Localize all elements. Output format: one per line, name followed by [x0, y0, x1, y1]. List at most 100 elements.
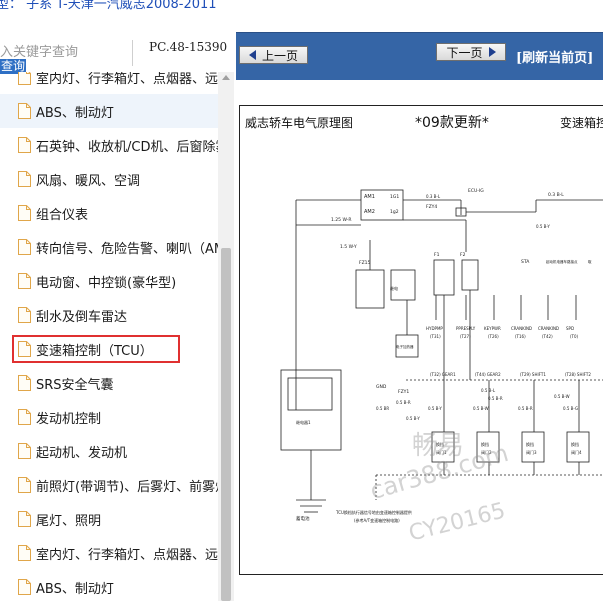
prev-page-button[interactable]: 上一页	[239, 46, 308, 64]
search-divider	[132, 40, 133, 66]
tree-item-label: 尾灯、照明	[36, 513, 102, 529]
component-box	[390, 269, 416, 301]
diagram-title: 威志轿车电气原理图	[245, 116, 354, 130]
tree-item[interactable]: 前照灯(带调节)、后雾灯、前雾灯	[0, 468, 218, 502]
tree-item[interactable]: 尾灯、照明	[0, 502, 218, 536]
document-icon	[18, 409, 31, 425]
document-icon	[18, 307, 31, 323]
refresh-page-link[interactable]: [刷新当前页]	[516, 51, 594, 66]
schematic-label: 0.5 B-R	[396, 400, 411, 405]
schematic-label: (T42)	[542, 334, 553, 339]
tree-item[interactable]: ABS、制动灯	[0, 94, 218, 128]
tree-item-label: 组合仪表	[36, 207, 89, 223]
schematic-label: 1G1	[390, 194, 399, 200]
tree-item[interactable]: ABS、制动灯	[0, 570, 218, 601]
tree-item[interactable]: SRS安全气囊	[0, 366, 218, 400]
schematic-label: (T32) GEAR1	[430, 372, 456, 377]
tree-item-label: ABS、制动灯	[36, 105, 114, 121]
tree-item-label: SRS安全气囊	[36, 377, 114, 393]
component-box	[461, 259, 479, 291]
tree-item[interactable]: 发动机控制	[0, 400, 218, 434]
query-button[interactable]: 查询	[0, 59, 26, 74]
schematic-label: 0.5 BR	[376, 406, 389, 411]
schematic-label: 继电器1	[296, 419, 311, 425]
tree-item-label: 石英钟、收放机/CD机、后窗除雾	[36, 139, 218, 155]
schematic-label: 阀门3	[526, 449, 537, 455]
schematic-label: 起动机电器车路接点	[546, 259, 578, 264]
schematic-label: (T29) SHIFT1	[520, 372, 546, 377]
schematic-label: 换挡	[481, 441, 489, 447]
tree-item[interactable]: 室内灯、行李箱灯、点烟器、远	[0, 536, 218, 570]
component-box	[433, 259, 455, 296]
left-panel: PC.48-15390 查询 室内灯、行李箱灯、点烟器、远ABS、制动灯石英钟、…	[0, 32, 236, 601]
schematic-label: (T44) GEAR2	[475, 372, 501, 377]
schematic-label: (T16)	[515, 334, 526, 339]
diagram-section: 变速箱控制	[560, 116, 603, 130]
schematic-label: GND	[376, 384, 387, 390]
schematic-label: 换挡	[436, 441, 444, 447]
schematic-label: TCU换档执行器信号地由变速箱控制器提供	[335, 509, 412, 515]
schematic-label: 阀门1	[436, 449, 447, 455]
schematic-label: HYDPMP	[426, 326, 443, 331]
schematic-label: 电子加热器	[396, 344, 414, 349]
tree-item-label: 室内灯、行李箱灯、点烟器、远	[36, 547, 218, 563]
scrollbar-thumb[interactable]	[221, 248, 231, 601]
document-icon	[18, 205, 31, 221]
left-scrollbar[interactable]	[218, 72, 234, 601]
component-box	[566, 431, 590, 463]
schematic-label: FZ15	[359, 260, 371, 266]
tree-item-label: 发动机控制	[36, 411, 102, 427]
tree-item-label: 风扇、暖风、空调	[36, 173, 141, 189]
arrow-right-icon	[488, 47, 496, 57]
tree-item-label: 变速箱控制（TCU）	[36, 343, 153, 359]
schematic-label: 0.5 B-Y	[406, 416, 420, 421]
document-icon	[18, 171, 31, 187]
component-box	[355, 269, 385, 309]
tree-item[interactable]: 电动窗、中控锁(豪华型)	[0, 264, 218, 298]
arrow-left-icon	[248, 50, 256, 60]
tree-item[interactable]: 刮水及倒车雷达	[0, 298, 218, 332]
document-icon	[18, 477, 31, 493]
tree-item[interactable]: 风扇、暖风、空调	[0, 162, 218, 196]
schematic-label: KEYPWR	[484, 326, 501, 331]
tree-item[interactable]: 起动机、发动机	[0, 434, 218, 468]
document-icon	[18, 137, 31, 153]
scroll-up-icon[interactable]	[222, 75, 230, 80]
schematic-label: (T26)	[488, 334, 499, 339]
schematic-label: 取	[588, 260, 592, 264]
schematic-label: (T31)	[430, 334, 441, 339]
schematic-label: 0.5 B-G	[563, 406, 578, 411]
tree-item[interactable]: 变速箱控制（TCU）	[0, 332, 218, 366]
schematic-label: (T0)	[570, 334, 579, 339]
next-page-button[interactable]: 下一页	[436, 43, 506, 61]
schematic-label: (T27)	[460, 334, 471, 339]
schematic-label: 蓄电池	[296, 515, 310, 522]
schematic-label: CRANKIND	[538, 326, 559, 331]
schematic-label: 0.3 B-L	[426, 194, 441, 199]
schematic-label: F2	[460, 252, 466, 258]
document-icon	[18, 579, 31, 595]
tree-item-label: 转向信号、危险告警、喇叭（AM	[36, 241, 218, 257]
document-icon	[18, 443, 31, 459]
schematic-label: AM1	[364, 194, 375, 200]
schematic-label: 0.5 B-L	[481, 388, 496, 393]
watermark-text: 畅易	[412, 431, 465, 461]
schematic-label: ECU-IG	[468, 188, 484, 194]
document-icon	[18, 273, 31, 289]
document-icon	[18, 72, 31, 85]
tree-item[interactable]: 室内灯、行李箱灯、点烟器、远	[0, 72, 218, 94]
schematic-label: 1.5 W-Y	[340, 244, 357, 250]
component-box	[521, 431, 545, 463]
schematic-label: 0.5 B-W	[473, 406, 489, 411]
schematic-label: 0.5 B-R	[488, 396, 503, 401]
window-title-bar: 型： 子系 T-天津一汽威志2008-2011	[0, 0, 603, 10]
tree-item[interactable]: 组合仪表	[0, 196, 218, 230]
schematic-label: FZY4	[426, 204, 437, 210]
search-input[interactable]	[0, 43, 110, 61]
tree-item[interactable]: 石英钟、收放机/CD机、后窗除雾	[0, 128, 218, 162]
schematic-label: 0.5 B-W	[554, 394, 570, 399]
document-icon	[18, 239, 31, 255]
page-nav-bar: 上一页 下一页 [刷新当前页]	[236, 32, 603, 80]
tree-item[interactable]: 转向信号、危险告警、喇叭（AM	[0, 230, 218, 264]
